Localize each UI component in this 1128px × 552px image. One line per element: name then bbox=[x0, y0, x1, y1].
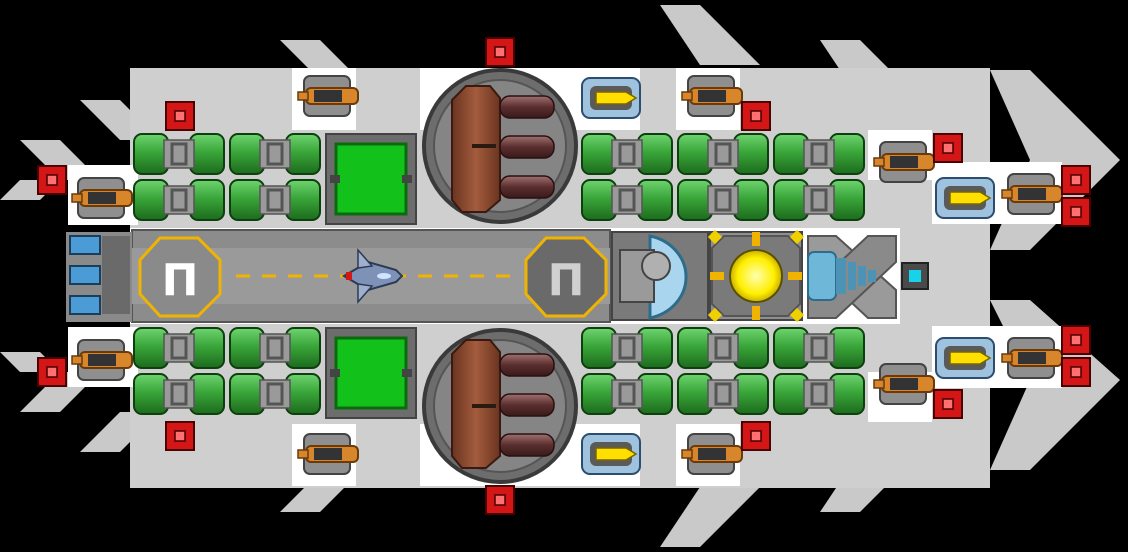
reactor-core-icon[interactable] bbox=[707, 229, 805, 323]
missile-pod-icon[interactable] bbox=[935, 177, 995, 219]
battery-cell bbox=[677, 373, 769, 415]
hangar-bay: Π Π bbox=[131, 229, 611, 323]
fighter-icon[interactable] bbox=[342, 248, 404, 304]
gun-turret-icon[interactable] bbox=[297, 75, 359, 117]
warning-light-icon bbox=[1061, 357, 1091, 387]
cockpit-icon[interactable] bbox=[611, 231, 709, 321]
warning-light-icon bbox=[165, 101, 195, 131]
battery-cell bbox=[773, 327, 865, 369]
battery-cell bbox=[773, 133, 865, 175]
gun-turret-icon[interactable] bbox=[71, 177, 133, 219]
missile-pod-icon[interactable] bbox=[935, 337, 995, 379]
warning-light-icon bbox=[741, 101, 771, 131]
rear-thrusters bbox=[66, 232, 132, 322]
gun-turret-icon[interactable] bbox=[873, 363, 935, 405]
svg-text:Π: Π bbox=[548, 255, 585, 306]
battery-cell bbox=[677, 327, 769, 369]
missile-pod-icon[interactable] bbox=[581, 433, 641, 475]
warning-light-icon bbox=[37, 357, 67, 387]
missile-pods bbox=[581, 77, 995, 475]
battery-cell bbox=[581, 179, 673, 221]
warning-light-icon bbox=[485, 485, 515, 515]
warning-light-icon bbox=[933, 133, 963, 163]
warning-light-icon bbox=[1061, 325, 1091, 355]
battery-cell bbox=[133, 179, 225, 221]
battery-cell bbox=[229, 133, 321, 175]
landing-pad-bottom[interactable] bbox=[325, 327, 417, 419]
gun-turret-icon[interactable] bbox=[71, 339, 133, 381]
warning-light-icon bbox=[165, 421, 195, 451]
warning-lights bbox=[37, 37, 1091, 515]
battery-cell bbox=[773, 373, 865, 415]
battery-cell bbox=[133, 133, 225, 175]
gun-turret-icon[interactable] bbox=[681, 433, 743, 475]
battery-cell bbox=[229, 179, 321, 221]
landing-pad-top[interactable] bbox=[325, 133, 417, 225]
engine-icon[interactable] bbox=[807, 235, 897, 319]
battery-cell bbox=[677, 133, 769, 175]
gun-turrets bbox=[71, 75, 1063, 475]
warning-light-icon bbox=[741, 421, 771, 451]
battery-cell bbox=[133, 373, 225, 415]
battery-banks bbox=[133, 133, 865, 415]
missile-pod-icon[interactable] bbox=[581, 77, 641, 119]
warning-light-icon bbox=[485, 37, 515, 67]
battery-cell bbox=[229, 327, 321, 369]
battery-cell bbox=[581, 327, 673, 369]
warning-light-icon bbox=[933, 389, 963, 419]
battery-cell bbox=[133, 327, 225, 369]
beacon-cyan[interactable] bbox=[901, 262, 929, 290]
warning-light-icon bbox=[1061, 165, 1091, 195]
battery-cell bbox=[677, 179, 769, 221]
gun-turret-icon[interactable] bbox=[873, 141, 935, 183]
battery-cell bbox=[773, 179, 865, 221]
svg-text:Π: Π bbox=[162, 255, 199, 306]
battery-cell bbox=[229, 373, 321, 415]
gun-turret-icon[interactable] bbox=[681, 75, 743, 117]
hangar-pad-icon: Π bbox=[138, 236, 222, 318]
cannon-turret-bottom[interactable] bbox=[422, 328, 578, 484]
warning-light-icon bbox=[37, 165, 67, 195]
gun-turret-icon[interactable] bbox=[297, 433, 359, 475]
gun-turret-icon[interactable] bbox=[1001, 173, 1063, 215]
battery-cell bbox=[581, 373, 673, 415]
warning-light-icon bbox=[1061, 197, 1091, 227]
hangar-pad-icon: Π bbox=[524, 236, 608, 318]
battery-cell bbox=[581, 133, 673, 175]
cannon-turret-top[interactable] bbox=[422, 68, 578, 224]
gun-turret-icon[interactable] bbox=[1001, 337, 1063, 379]
